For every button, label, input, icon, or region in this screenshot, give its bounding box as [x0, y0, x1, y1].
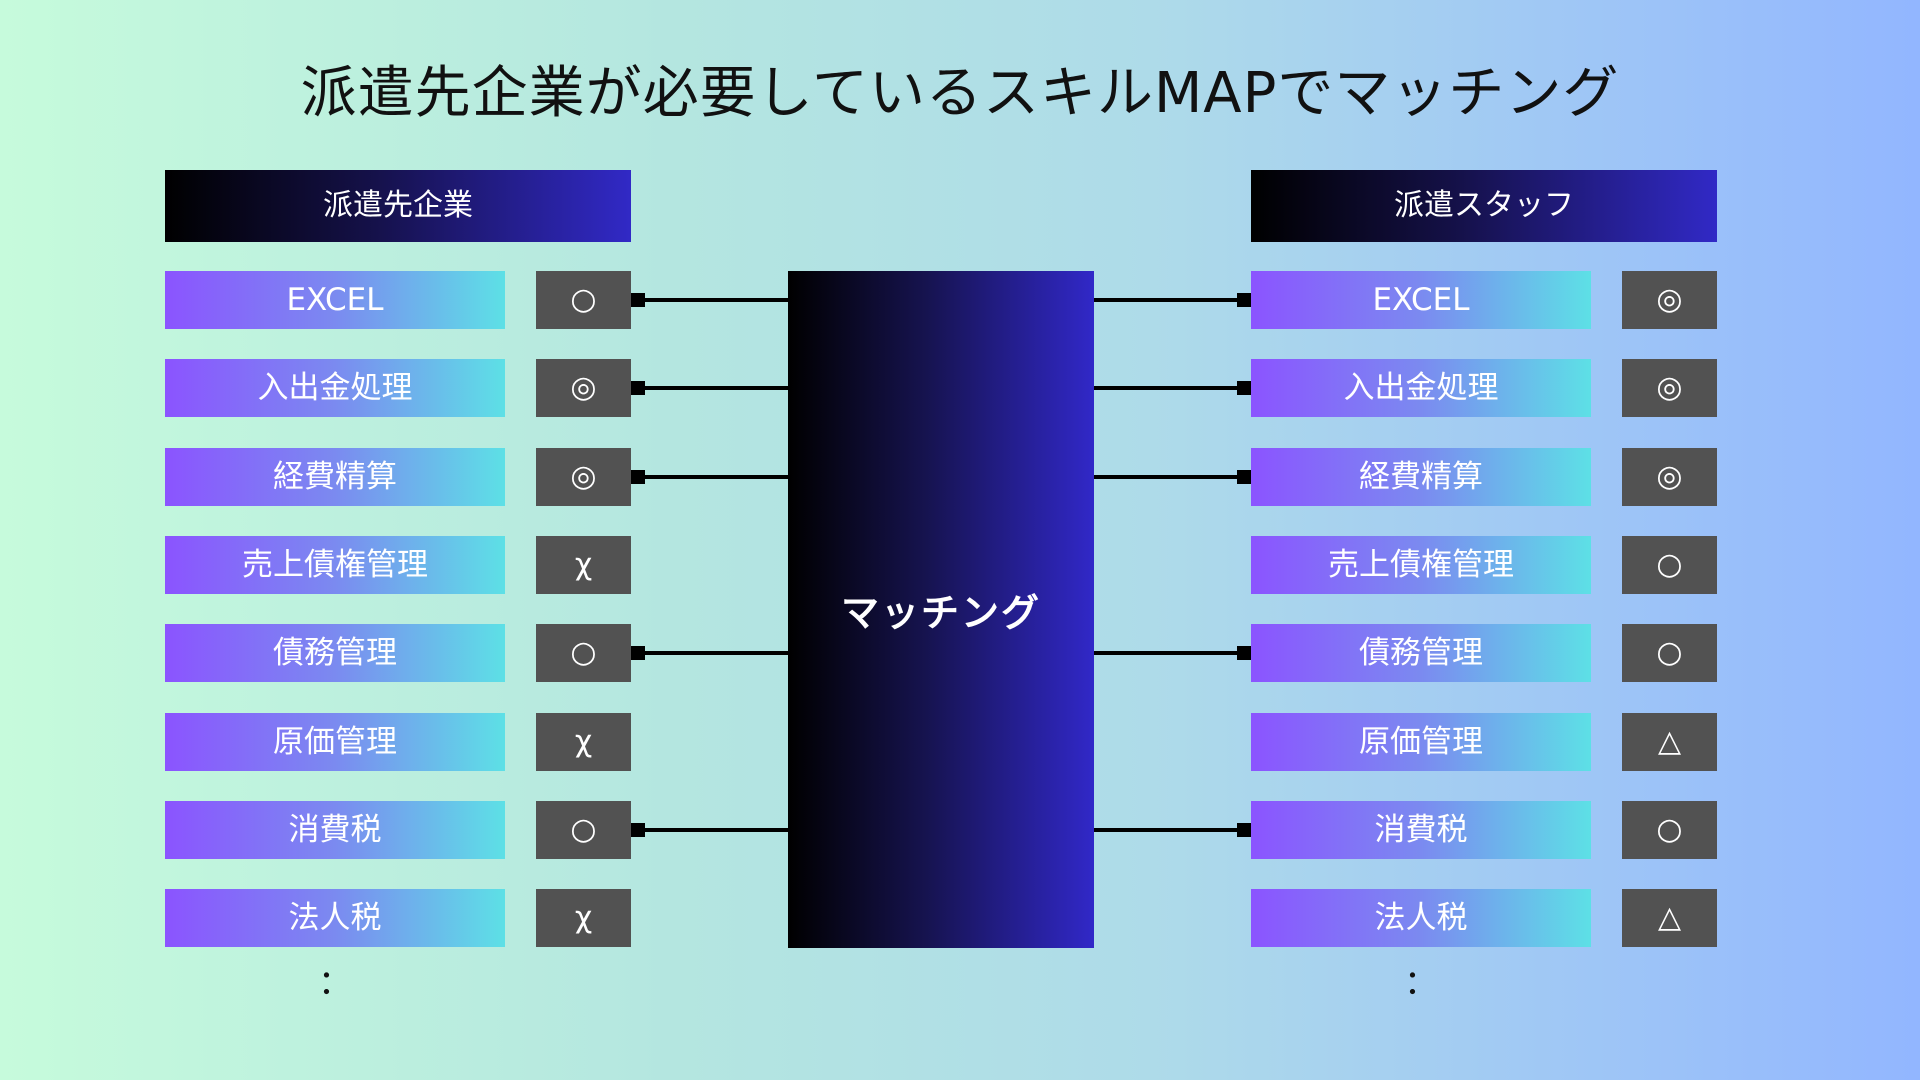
client-ellipsis: ： — [318, 963, 352, 1003]
right-skill-level-1: ◎ — [1622, 359, 1717, 417]
left-skill-level-7: χ — [536, 889, 631, 947]
left-connector-line-4 — [640, 651, 788, 655]
right-connector-line-2 — [1094, 475, 1240, 479]
right-skill-0: EXCEL — [1251, 271, 1591, 329]
right-skill-level-6: ○ — [1622, 801, 1717, 859]
right-connector-line-4 — [1094, 651, 1240, 655]
left-skill-level-2: ◎ — [536, 448, 631, 506]
right-skill-2: 経費精算 — [1251, 448, 1591, 506]
right-connector-node-6 — [1237, 823, 1251, 837]
left-connector-node-4 — [631, 646, 645, 660]
left-skill-level-1: ◎ — [536, 359, 631, 417]
left-skill-6: 消費税 — [165, 801, 505, 859]
left-skill-2: 経費精算 — [165, 448, 505, 506]
left-skill-0: EXCEL — [165, 271, 505, 329]
left-skill-7: 法人税 — [165, 889, 505, 947]
right-skill-5: 原価管理 — [1251, 713, 1591, 771]
right-connector-line-1 — [1094, 386, 1240, 390]
right-skill-level-5: △ — [1622, 713, 1717, 771]
right-skill-level-4: ○ — [1622, 624, 1717, 682]
left-connector-node-1 — [631, 381, 645, 395]
right-connector-node-1 — [1237, 381, 1251, 395]
left-connector-node-6 — [631, 823, 645, 837]
left-skill-level-5: χ — [536, 713, 631, 771]
left-skill-level-3: χ — [536, 536, 631, 594]
right-connector-node-0 — [1237, 293, 1251, 307]
left-skill-4: 債務管理 — [165, 624, 505, 682]
left-skill-level-4: ○ — [536, 624, 631, 682]
right-skill-3: 売上債権管理 — [1251, 536, 1591, 594]
left-skill-level-6: ○ — [536, 801, 631, 859]
right-connector-line-6 — [1094, 828, 1240, 832]
right-connector-line-0 — [1094, 298, 1240, 302]
matching-label: マッチング — [840, 591, 1041, 635]
right-skill-1: 入出金処理 — [1251, 359, 1591, 417]
left-skill-1: 入出金処理 — [165, 359, 505, 417]
matching-box: マッチング — [788, 271, 1094, 948]
left-connector-line-0 — [640, 298, 788, 302]
left-skill-5: 原価管理 — [165, 713, 505, 771]
right-connector-node-2 — [1237, 470, 1251, 484]
staff-ellipsis: ： — [1404, 963, 1438, 1003]
left-connector-line-2 — [640, 475, 788, 479]
client-company-header: 派遣先企業 — [165, 170, 631, 242]
right-skill-level-0: ◎ — [1622, 271, 1717, 329]
right-skill-7: 法人税 — [1251, 889, 1591, 947]
right-skill-4: 債務管理 — [1251, 624, 1591, 682]
right-skill-level-2: ◎ — [1622, 448, 1717, 506]
left-skill-level-0: ○ — [536, 271, 631, 329]
page-title: 派遣先企業が必要しているスキルMAPでマッチング — [300, 61, 1620, 126]
right-connector-node-4 — [1237, 646, 1251, 660]
right-skill-6: 消費税 — [1251, 801, 1591, 859]
left-connector-node-2 — [631, 470, 645, 484]
right-skill-level-7: △ — [1622, 889, 1717, 947]
right-skill-level-3: ○ — [1622, 536, 1717, 594]
left-connector-node-0 — [631, 293, 645, 307]
left-connector-line-6 — [640, 828, 788, 832]
left-skill-3: 売上債権管理 — [165, 536, 505, 594]
left-connector-line-1 — [640, 386, 788, 390]
staff-header: 派遣スタッフ — [1251, 170, 1717, 242]
